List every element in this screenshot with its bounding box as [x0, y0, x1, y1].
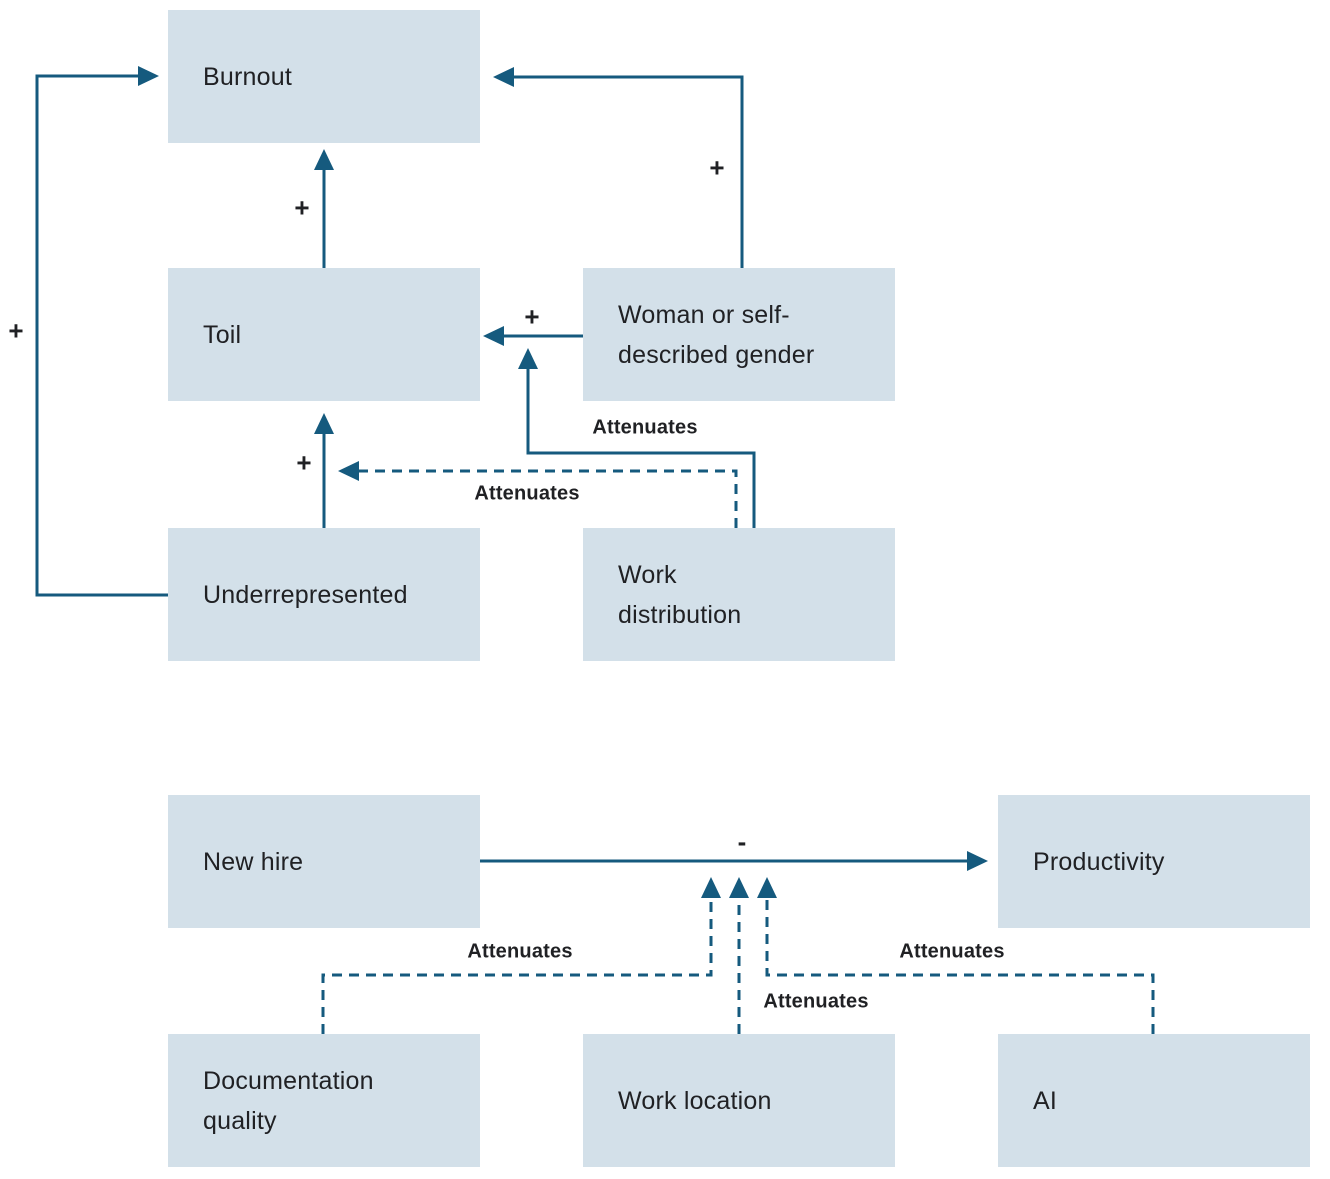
- node-woman-label: Woman or self- described gender: [618, 300, 815, 369]
- arrowhead-docquality-attenuates: [701, 877, 721, 898]
- node-productivity: Productivity: [998, 795, 1310, 928]
- node-work-distribution-label: Work distribution: [618, 560, 742, 629]
- node-work-distribution: Work distribution: [583, 528, 895, 661]
- arrowhead-worklocation-attenuates: [729, 877, 749, 898]
- arrowhead-woman-to-toil: [483, 326, 504, 346]
- arrow-workdistribution-attenuates-woman-toil: [526, 367, 756, 528]
- arrow-woman-to-burnout: [512, 75, 744, 268]
- node-burnout: Burnout: [168, 10, 480, 143]
- arrowhead-workdistribution-attenuates-woman-toil: [518, 348, 538, 369]
- node-documentation-quality-label: Documentation quality: [203, 1066, 374, 1135]
- node-toil: Toil: [168, 268, 480, 401]
- arrowhead-toil-to-burnout: [314, 149, 334, 170]
- node-ai-label: AI: [1033, 1086, 1058, 1115]
- arrowhead-ai-attenuates: [757, 877, 777, 898]
- node-underrepresented-label: Underrepresented: [203, 580, 408, 609]
- attenuates-label-workdistribution-underrepresented-toil: Attenuates: [474, 482, 580, 505]
- node-new-hire-label: New hire: [203, 847, 304, 876]
- arrowhead-woman-to-burnout: [493, 67, 514, 87]
- attenuates-label-ai: Attenuates: [899, 940, 1005, 963]
- node-underrepresented: Underrepresented: [168, 528, 480, 661]
- arrowhead-workdistribution-attenuates-underrepresented-toil: [338, 461, 359, 481]
- edge-sign-underrepresented-toil: +: [296, 447, 312, 478]
- node-burnout-label: Burnout: [203, 62, 292, 91]
- node-ai: AI: [998, 1034, 1310, 1167]
- node-productivity-label: Productivity: [1033, 847, 1165, 876]
- arrowhead-underrepresented-to-burnout: [138, 66, 159, 86]
- arrowhead-newhire-to-productivity: [967, 851, 988, 871]
- edge-sign-woman-burnout: +: [709, 152, 725, 183]
- arrow-ai-attenuates-newhire-productivity: [765, 896, 1155, 1034]
- attenuates-label-documentation-quality: Attenuates: [467, 940, 573, 963]
- edge-sign-underrepresented-burnout: +: [8, 315, 24, 346]
- node-work-location-label: Work location: [618, 1086, 772, 1115]
- attenuates-label-workdistribution-woman-toil: Attenuates: [592, 416, 698, 439]
- edge-sign-woman-toil: +: [524, 301, 540, 332]
- arrow-workdistribution-attenuates-underrepresented-toil: [357, 469, 738, 528]
- node-documentation-quality: Documentation quality: [168, 1034, 480, 1167]
- arrowhead-underrepresented-to-toil: [314, 413, 334, 434]
- node-new-hire: New hire: [168, 795, 480, 928]
- arrow-underrepresented-to-burnout: [35, 74, 168, 597]
- node-toil-label: Toil: [203, 320, 242, 349]
- node-woman-or-self-described-gender: Woman or self- described gender: [583, 268, 895, 401]
- attenuates-label-work-location: Attenuates: [763, 990, 869, 1013]
- edge-sign-toil-burnout: +: [294, 192, 310, 223]
- edge-sign-newhire-productivity: -: [737, 826, 747, 857]
- node-work-location: Work location: [583, 1034, 895, 1167]
